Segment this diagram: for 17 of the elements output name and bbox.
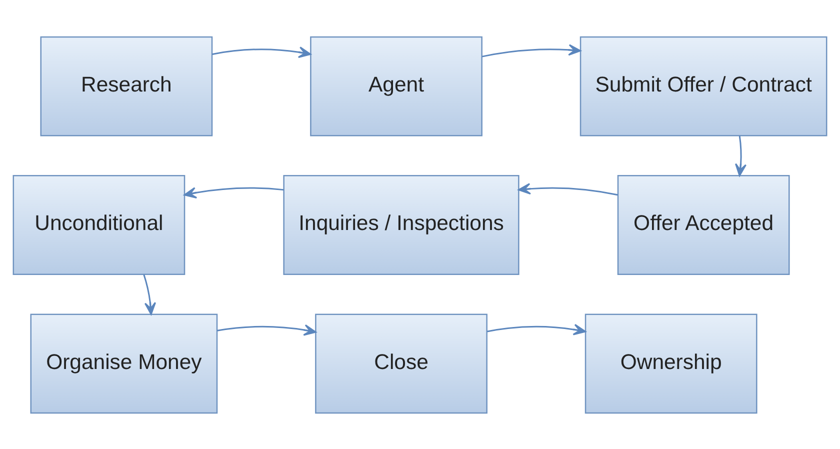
node-box: Submit Offer / Contract — [580, 36, 828, 136]
node-box: Organise Money — [30, 313, 218, 414]
node-box: Ownership — [584, 313, 758, 414]
arrow — [482, 44, 582, 57]
arrow — [216, 324, 316, 336]
arrow — [487, 323, 586, 335]
node-box: Inquiries / Inspections — [283, 174, 520, 274]
node-box: Research — [40, 36, 213, 136]
arrow — [734, 135, 747, 176]
node-box: Agent — [310, 36, 482, 136]
node-box: Close — [315, 313, 488, 414]
node-box: Offer Accepted — [617, 174, 790, 274]
arrow — [212, 46, 312, 58]
node-box: Unconditional — [12, 174, 186, 274]
arrow — [143, 274, 156, 314]
arrow — [184, 186, 284, 198]
arrow — [518, 182, 618, 196]
